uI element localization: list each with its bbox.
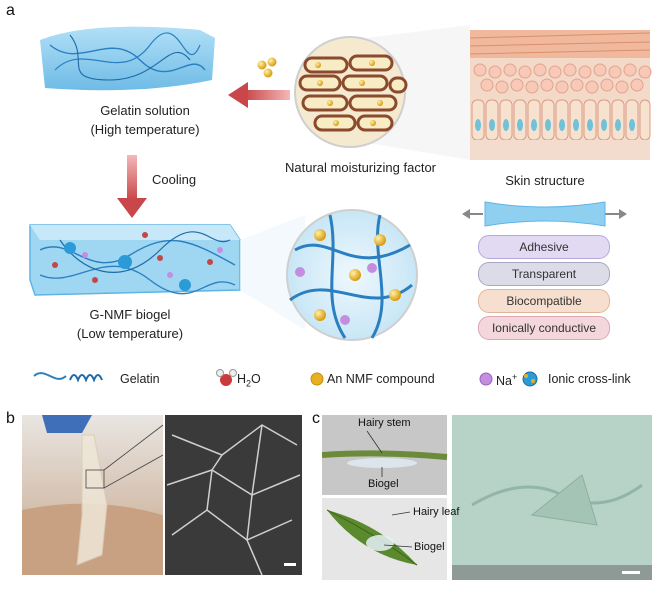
biogel-zoom-circle [240,209,418,341]
nmf-zoom-circle [294,25,470,160]
gelatin-solution-label: Gelatin solution (High temperature) [85,103,205,137]
gelatin-solution-block [40,26,215,91]
cooling-arrow [117,155,147,218]
biogel-title: G-NMF biogel [89,307,171,322]
label-hairy-leaf: Hairy leaf [413,506,460,518]
panel-c-images [322,415,652,580]
skin-structure-label: Skin structure [505,173,585,188]
legend-na: Na+ [496,372,517,388]
legend-na-sup: + [511,372,518,382]
label-biogel-bottom: Biogel [414,541,445,553]
legend-h2o-sub: 2 [246,378,252,389]
legend-crosslink: Ionic cross-link [548,372,631,386]
biogel-block [29,224,241,296]
panel-label-c: c [312,410,320,427]
skin-structure-image [469,30,652,160]
property-adhesive: Adhesive [478,235,610,259]
legend-icons [33,369,538,387]
label-hairy-stem: Hairy stem [358,417,411,429]
stretch-gel-strip [462,201,627,227]
panel-label-a: a [6,2,15,19]
cooling-label: Cooling [152,172,197,187]
gelatin-solution-title: Gelatin solution [100,103,190,118]
legend-h2o: H2O [237,372,261,389]
nmf-label: Natural moisturizing factor [285,160,436,175]
legend-nmf-compound: An NMF compound [327,372,435,386]
property-biocompatible: Biocompatible [478,289,610,313]
biogel-condition: (Low temperature) [76,326,184,341]
legend-h2o-h: H [237,372,247,386]
panel-label-b: b [6,410,15,427]
nmf-to-gel-arrow [228,82,290,108]
property-ionically-conductive: Ionically conductive [478,316,610,340]
panel-a-illustration [29,25,652,341]
biogel-label: G-NMF biogel (Low temperature) [70,307,190,341]
label-biogel-top: Biogel [368,478,399,490]
legend-h2o-o: O [251,372,261,386]
legend-gelatin: Gelatin [120,372,160,386]
gelatin-solution-condition: (High temperature) [90,122,200,137]
legend-na-text: Na [496,374,512,389]
panel-b-images [22,415,302,575]
property-transparent: Transparent [478,262,610,286]
